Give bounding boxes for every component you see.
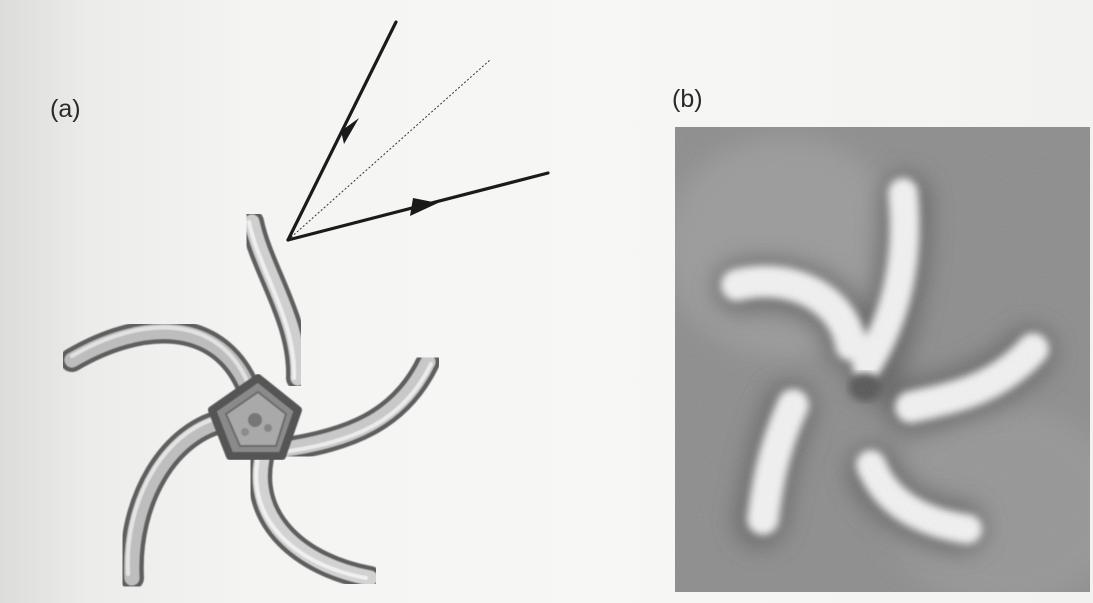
incident-ray-arrowhead [341, 118, 359, 144]
panel-b-micrograph [675, 127, 1090, 592]
arm-2-left [72, 328, 250, 392]
panel-a-schematic [0, 0, 620, 603]
central-pentagon [212, 378, 298, 456]
arm-1-top [249, 222, 298, 378]
panel-b-image [675, 127, 1090, 592]
panel-a-drawing [0, 0, 620, 603]
arm-4-bottom [256, 458, 370, 578]
arm-5-lower-left [128, 416, 228, 578]
panel-a-label: (a) [50, 95, 81, 124]
reflected-ray-arrowhead [410, 198, 438, 216]
panel-b-label: (b) [672, 85, 703, 114]
